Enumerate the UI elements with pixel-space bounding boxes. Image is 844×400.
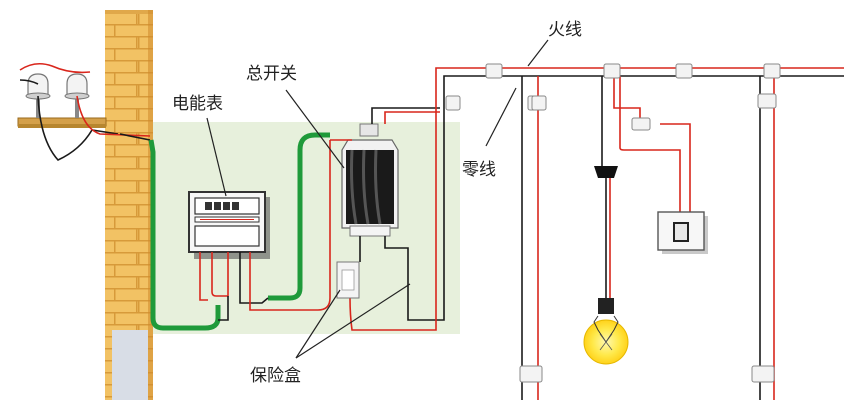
light-bulb — [583, 166, 629, 365]
incoming-drop-wires — [19, 62, 151, 161]
leader-lines — [206, 39, 549, 359]
brick-wall — [105, 10, 153, 400]
electric-meter — [188, 191, 270, 259]
live-wire-label: 火线 — [548, 20, 582, 40]
main-switch-label: 总开关 — [246, 64, 297, 84]
fuse-box-label: 保险盒 — [250, 366, 301, 386]
meter-label: 电能表 — [172, 94, 223, 114]
wall-switch — [657, 211, 708, 254]
main-switch — [341, 123, 399, 237]
junction-clamps — [445, 63, 781, 383]
ground-wire — [148, 132, 330, 331]
branch-wires — [521, 68, 775, 400]
neutral-wire-label: 零线 — [462, 160, 496, 180]
meter-wires — [199, 140, 331, 321]
fuse-box — [336, 261, 360, 299]
